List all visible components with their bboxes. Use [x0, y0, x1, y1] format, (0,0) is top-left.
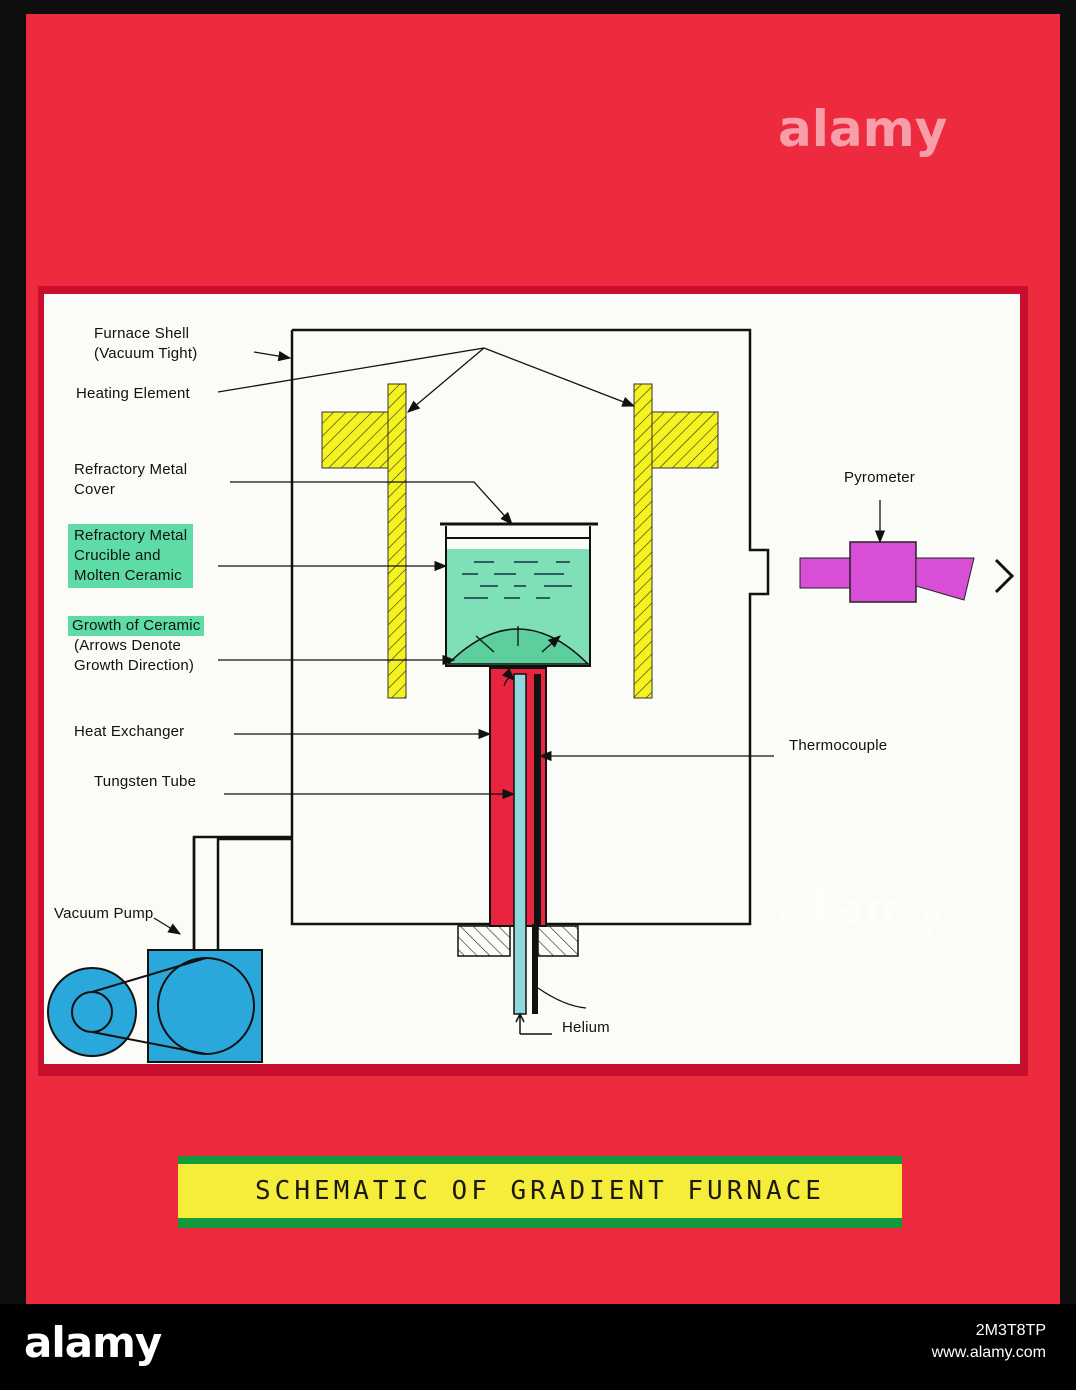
watermark-logo-2: alamy: [778, 880, 948, 938]
diagram-panel: Furnace Shell (Vacuum Tight) Heating Ele…: [44, 294, 1020, 1064]
site-url: www.alamy.com: [931, 1344, 1046, 1361]
label-thermocouple: Thermocouple: [789, 737, 888, 754]
growth-line-1: Growth of Ceramic: [68, 616, 205, 636]
tungsten-tube: [513, 673, 527, 1015]
helium-inlet: [515, 1012, 552, 1035]
label-heat-exchanger: Heat Exchanger: [74, 723, 185, 740]
label-tungsten-tube: Tungsten Tube: [94, 773, 197, 790]
label-vacuum-pump: Vacuum Pump: [54, 905, 154, 922]
image-id: 2M3T8TP: [975, 1322, 1046, 1339]
growth-line-2: (Arrows Denote: [74, 637, 182, 654]
watermark-info: 2M3T8TP www.alamy.com: [932, 1320, 1046, 1364]
alamy-logo: alamy: [24, 1318, 162, 1367]
pyrometer-device: [799, 541, 1015, 603]
diagram-card: Furnace Shell (Vacuum Tight) Heating Ele…: [38, 286, 1028, 1076]
crucible-line-2: Crucible and: [74, 547, 161, 564]
crucible: [440, 522, 598, 667]
heating-element-right: [633, 383, 719, 699]
label-heating-element: Heating Element: [76, 385, 190, 402]
label-pyrometer: Pyrometer: [844, 469, 915, 486]
label-growth: Growth of Ceramic (Arrows Denote Growth …: [68, 616, 205, 676]
title-banner: SCHEMATIC OF GRADIENT FURNACE: [178, 1156, 902, 1228]
watermark-bar: [0, 1304, 1076, 1390]
furnace-schematic: [47, 328, 1015, 1063]
furnace-shell-line-1: Furnace Shell: [94, 325, 190, 342]
thermocouple-wire: [532, 924, 538, 1014]
diagram-title: SCHEMATIC OF GRADIENT FURNACE: [255, 1176, 825, 1206]
base-flange: [457, 925, 579, 957]
label-refractory-cover: Refractory Metal Cover: [74, 460, 187, 500]
heating-element-left: [321, 383, 407, 699]
growth-line-3: Growth Direction): [74, 657, 195, 674]
label-furnace-shell: Furnace Shell (Vacuum Tight): [94, 324, 197, 364]
label-crucible: Refractory Metal Crucible and Molten Cer…: [68, 524, 194, 588]
furnace-shell-line-2: (Vacuum Tight): [94, 345, 198, 362]
cover-line-2: Cover: [74, 481, 116, 498]
title-banner-inner: SCHEMATIC OF GRADIENT FURNACE: [178, 1164, 902, 1218]
vacuum-pump-device: [47, 949, 263, 1063]
cover-line-1: Refractory Metal: [74, 461, 188, 478]
eye-icon: [994, 558, 1015, 594]
heat-exchanger: [489, 667, 547, 1015]
crucible-line-1: Refractory Metal: [74, 527, 188, 544]
crucible-line-3: Molten Ceramic: [74, 567, 182, 584]
label-helium: Helium: [562, 1019, 610, 1036]
watermark-logo: alamy: [778, 100, 948, 158]
